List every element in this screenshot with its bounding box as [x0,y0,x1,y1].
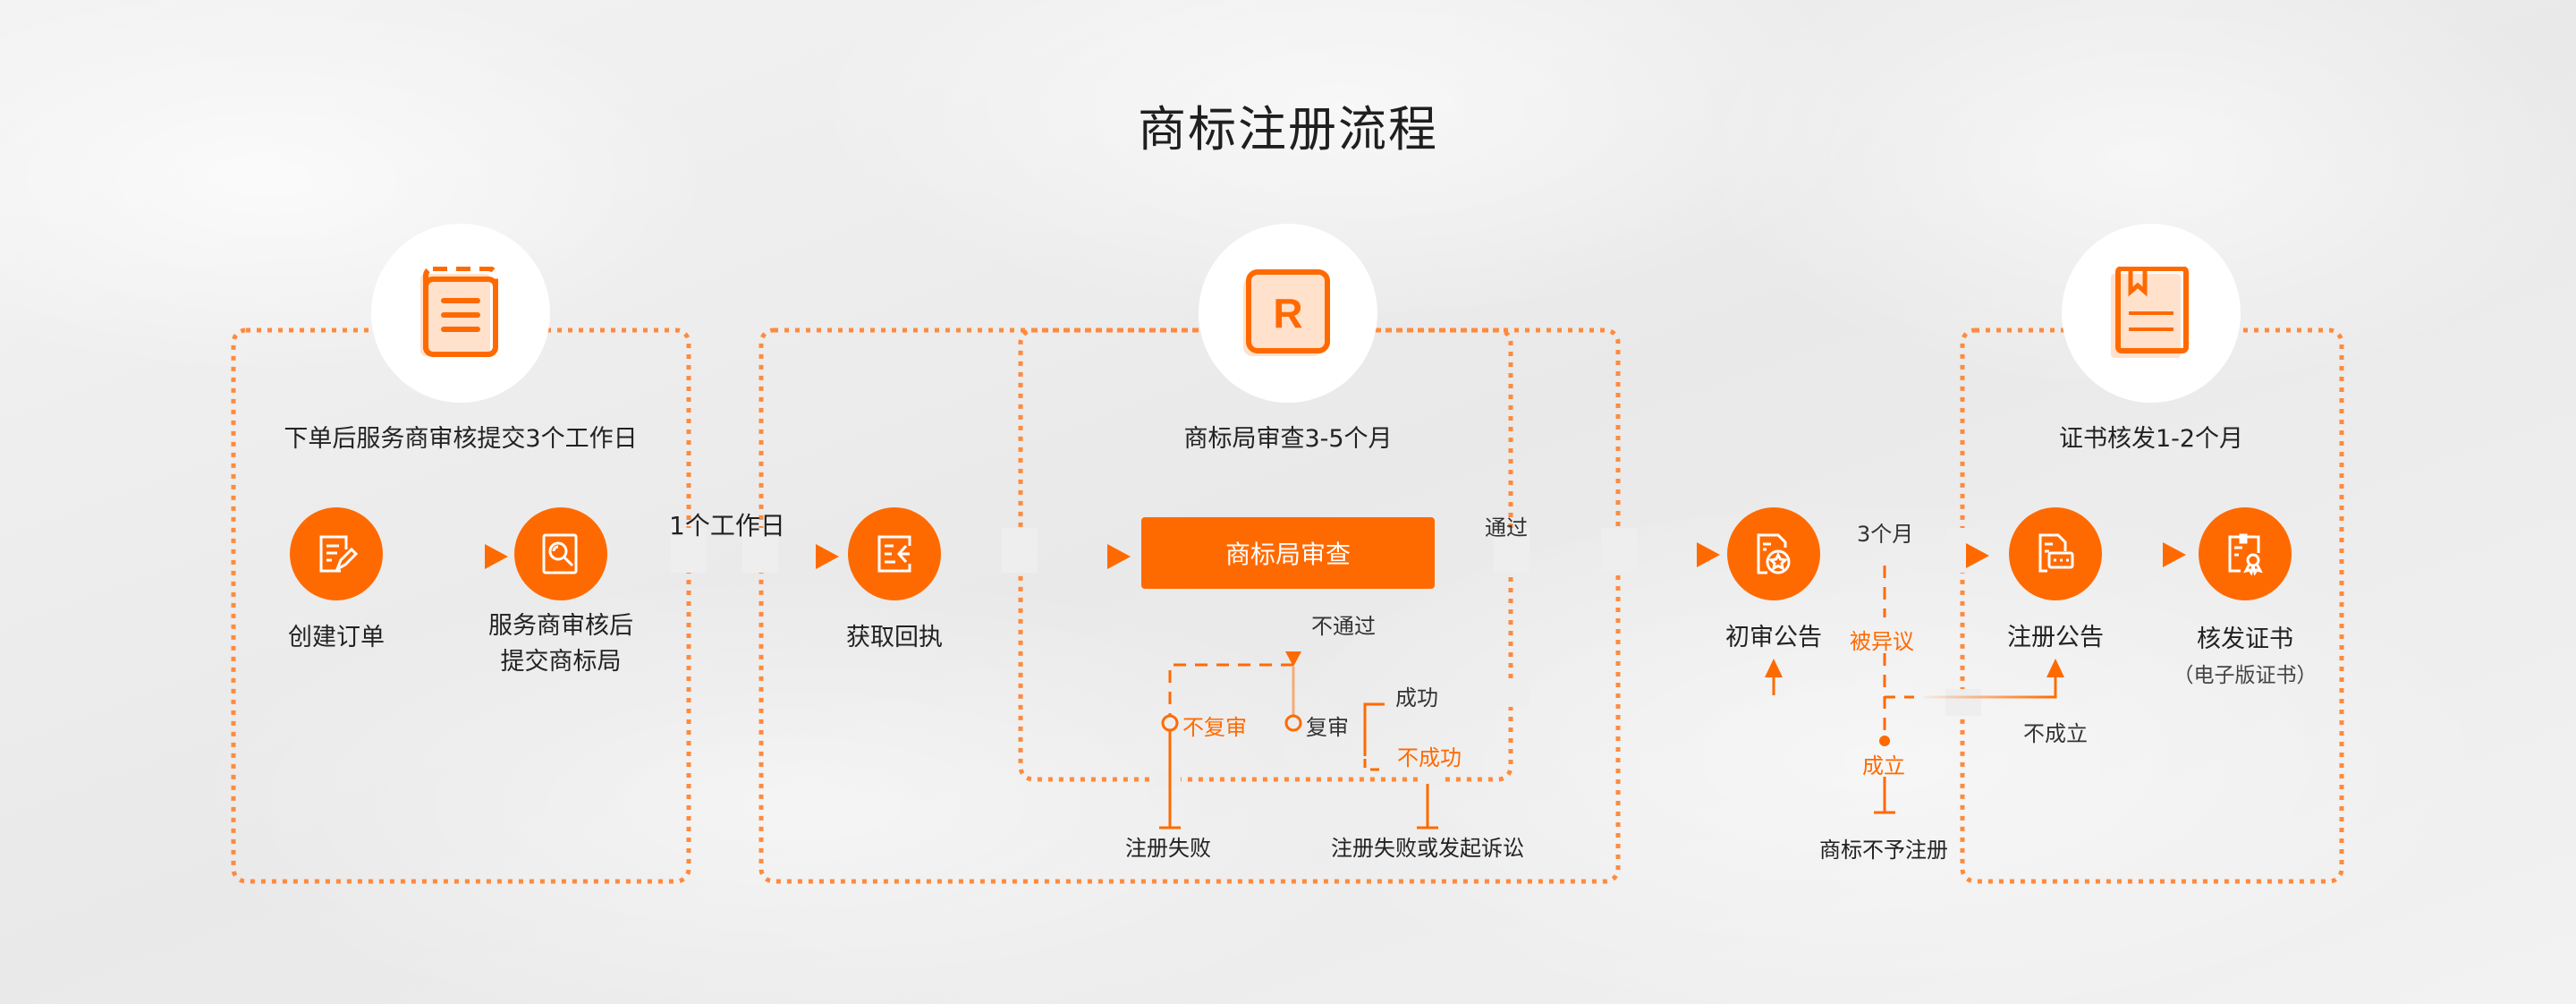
objection-dot [1879,736,1890,746]
phase-certificate-badge [2062,224,2241,403]
phase-review-badge: R [1199,224,1377,403]
step-create-order[interactable] [290,507,383,600]
step-certificate-label: 核发证书 [2197,625,2293,653]
page-title: 商标注册流程 [1138,101,1438,157]
edge-label-review: 复审 [1306,715,1349,740]
edge-label-unsuccess: 不成功 [1397,745,1462,770]
registered-r-icon: R [1243,269,1330,356]
outcome-reg-failed-or-sue: 注册失败或发起诉讼 [1331,836,1524,861]
star-document-icon [1757,533,1791,574]
outcome-reg-failed: 注册失败 [1125,836,1211,861]
edge-label-not-established: 不成立 [2023,721,2088,746]
certificate-award-icon [2228,533,2263,576]
edge-label-success: 成功 [1395,685,1438,710]
clipboard-icon [420,267,498,357]
edge-label-one-workday: 1个工作日 [669,511,785,540]
step-provider-review[interactable] [514,507,607,600]
document-message-icon [2038,533,2074,573]
svg-text:R: R [1273,290,1302,336]
success-path [1453,676,1775,696]
step-reg-announce-label: 注册公告 [2007,624,2104,651]
step-prelim-announce-label: 初审公告 [1725,624,1822,651]
success-arrowhead [1765,659,1783,677]
edit-document-icon [319,535,359,573]
phase-certificate-caption: 证书核发1-2个月 [2058,425,2244,453]
reg-arrowhead [2046,659,2064,677]
office-review-button[interactable]: 商标局审查 [1141,517,1435,589]
objection-branch [1874,566,2057,814]
book-icon [2111,267,2189,358]
step-prelim-announce[interactable] [1727,507,1820,600]
phase-box-submit [231,328,691,884]
edge-label-three-months: 3个月 [1857,522,1914,547]
step-certificate-sublabel: （电子版证书） [2173,664,2318,687]
step-provider-review-label: 服务商审核后 提交商标局 [488,608,633,680]
edge-label-established: 成立 [1862,753,1905,779]
phase-box-review-outer [758,328,1621,884]
step-reg-announce[interactable] [2009,507,2102,600]
main-arrows [394,542,2186,569]
reject-arrowhead [1285,651,1301,667]
phase-boxes [231,328,2344,884]
phase-review-caption: 商标局审查3-5个月 [1183,425,1393,453]
label-line-1: 服务商审核后 [488,612,633,640]
receipt-return-icon [877,535,911,573]
reject-branch [1159,598,1438,830]
label-line-2: 提交商标局 [500,648,622,676]
step-create-order-label: 创建订单 [288,624,385,651]
search-document-icon [542,533,578,574]
phase-submit-badge [371,224,550,403]
edge-label-pass: 通过 [1485,515,1528,540]
edge-label-no-review: 不复审 [1182,715,1247,740]
edge-label-fail: 不通过 [1311,614,1376,639]
step-certificate[interactable] [2199,507,2292,600]
step-receipt-label: 获取回执 [846,624,943,651]
phase-box-certificate [1960,328,2344,884]
outcome-not-registered: 商标不予注册 [1819,838,1948,863]
edge-label-objected: 被异议 [1850,629,1914,654]
step-receipt[interactable] [848,507,941,600]
phase-submit-caption: 下单后服务商审核提交3个工作日 [284,425,638,453]
